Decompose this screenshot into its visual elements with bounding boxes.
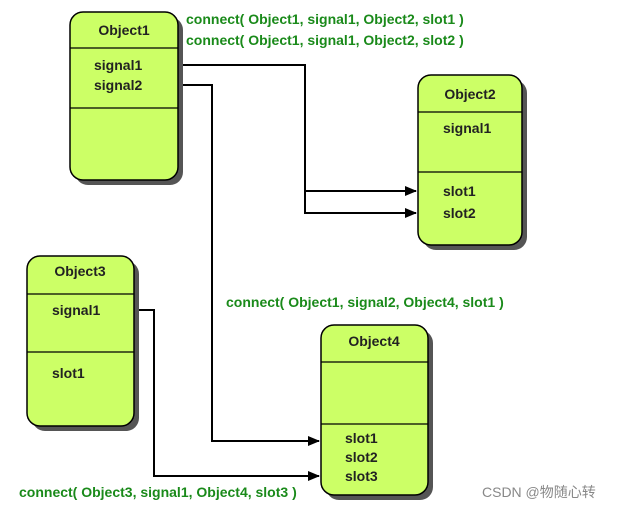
object2-signal1: signal1 (443, 120, 491, 136)
object2-title: Object2 (444, 86, 496, 102)
connection-label-4: connect( Object3, signal1, Object4, slot… (19, 484, 297, 500)
object4-slot1: slot1 (345, 430, 378, 446)
object4-slot3: slot3 (345, 468, 378, 484)
connection-label-1: connect( Object1, signal1, Object2, slot… (186, 11, 464, 27)
object4-box: Object4 slot1 slot2 slot3 (320, 324, 433, 500)
wire-object3-signal1-to-object4-slot3 (134, 309, 320, 481)
object2-slot2: slot2 (443, 205, 476, 221)
object2-box: Object2 signal1 slot1 slot2 (417, 74, 527, 250)
object3-slot1: slot1 (52, 365, 85, 381)
object3-title: Object3 (54, 263, 106, 279)
object1-signal1: signal1 (94, 57, 142, 73)
connection-lines (134, 64, 417, 481)
object2-slot1: slot1 (443, 183, 476, 199)
watermark: CSDN @物随心转 (482, 484, 596, 500)
wire-object1-signal2-to-object4-slot1 (178, 84, 320, 446)
object1-box: Object1 signal1 signal2 (69, 11, 183, 185)
wire-object1-signal1-to-object2-slot2 (304, 191, 417, 218)
wire-object1-signal1-to-object2-slot1 (178, 64, 417, 196)
object1-signal2: signal2 (94, 77, 142, 93)
object3-signal1: signal1 (52, 302, 100, 318)
object4-title: Object4 (348, 333, 400, 349)
object3-box: Object3 signal1 slot1 (26, 255, 139, 431)
object1-title: Object1 (98, 22, 150, 38)
object4-slot2: slot2 (345, 449, 378, 465)
connection-label-2: connect( Object1, signal1, Object2, slot… (186, 32, 464, 48)
connection-label-3: connect( Object1, signal2, Object4, slot… (226, 294, 504, 310)
